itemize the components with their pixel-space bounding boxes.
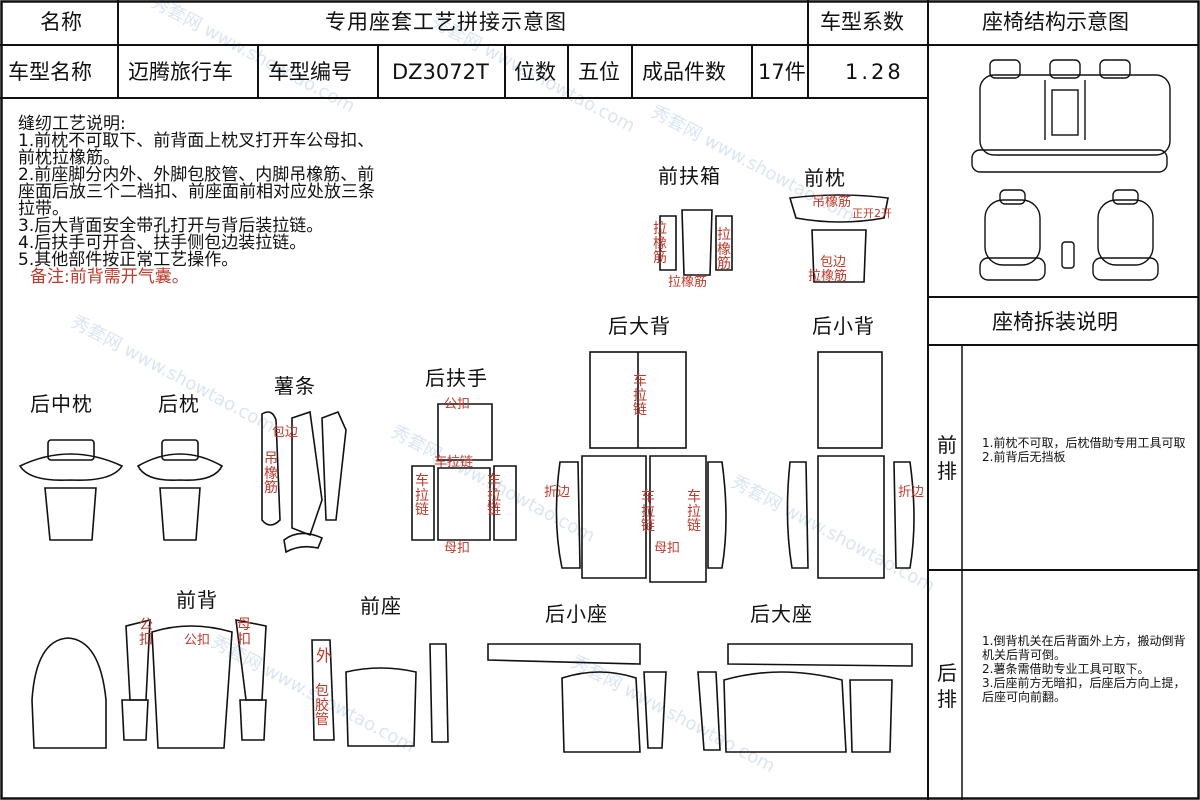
rear-pillow-pattern [136, 439, 224, 541]
coef-value: 1.28 [845, 60, 904, 84]
front-row-note: 2.前背后无挡板 [982, 450, 1066, 464]
seat-structure-illustration [971, 59, 1171, 281]
annotation-pull-elastic: 拉橡筋 [717, 227, 731, 273]
rear-big-seat-pattern [697, 643, 913, 753]
annotation-female-button: 母扣 [237, 617, 251, 648]
annotation-hang-elastic: 吊橡筋 [812, 195, 852, 210]
annotation-wrap-edge: 包边 [272, 425, 299, 440]
notes-line: 3.后大背面安全带孔打开与背后装拉链。 [18, 216, 324, 236]
front-seat-pattern [311, 639, 449, 747]
annotation-zipper: 车拉链 [641, 489, 655, 535]
annotation-pull-elastic: 拉橡筋 [668, 275, 708, 290]
structure-label: 座椅结构示意图 [982, 10, 1129, 34]
front-row-note: 1.前枕不可取，后枕借助专用工具可取 [982, 436, 1186, 450]
annotation-car-zipper: 车拉链 [434, 455, 474, 470]
notes-line: 座面后放三个二档扣、前座面前相对应处放三条 [18, 182, 375, 202]
notes-line: 1.前枕不可取下、前背面上枕叉打开车公母扣、 [18, 131, 375, 151]
part-label-rear-big-back: 后大背 [608, 314, 671, 338]
part-label-front-box: 前扶箱 [658, 164, 721, 188]
rear-armrest-pattern [411, 403, 517, 541]
disassembly-label: 座椅拆装说明 [992, 310, 1118, 334]
notes-line: 2.前座脚分内外、外脚包胶管、内脚吊橡筋、前 [18, 165, 375, 185]
coef-label: 车型系数 [820, 10, 904, 34]
front-row-label: 前排 [937, 433, 957, 483]
strip-pattern [261, 410, 347, 554]
annotation-male-button: 公扣 [184, 633, 211, 648]
notes-line: 4.后扶手可开合、扶手侧包边装拉链。 [18, 233, 307, 253]
part-label-rear-small-seat: 后小座 [545, 602, 608, 626]
part-label-rear-armrest: 后扶手 [425, 366, 488, 390]
annotation-fold-edge: 折边 [544, 485, 571, 500]
rear-row-label: 后排 [937, 661, 957, 711]
notes-line: 5.其他部件按正常工艺操作。 [18, 250, 239, 270]
part-label-rear-middle-pillow: 后中枕 [30, 392, 93, 416]
rear-row-note: 2.薯条需借助专业工具可取下。 [982, 662, 1150, 676]
rear-row-notes: 1.倒背机关在后背面外上方，搬动倒背机关后背可倒。 2.薯条需借助专业工具可取下… [982, 634, 1190, 704]
model-name-label: 车型名称 [8, 60, 92, 84]
rear-small-back-pattern [786, 351, 915, 579]
part-label-front-seat: 前座 [360, 594, 402, 618]
annotation-wrap-tube: 包胶管 [315, 683, 329, 729]
annotation-fold-edge: 折边 [898, 485, 925, 500]
annotation-male-button: 公扣 [444, 397, 471, 412]
annotation-pull-elastic: 拉橡筋 [808, 269, 848, 284]
annotation-outer: 外 [316, 646, 333, 665]
rear-row-note: 3.后座前方无暗扣，后座后方向上提，后座可向前翻。 [982, 676, 1186, 704]
front-back-pattern [31, 618, 267, 749]
rear-small-seat-pattern [487, 643, 667, 753]
notes-line: 拉带。 [18, 199, 69, 219]
notes-remark: 备注:前背需开气囊。 [30, 267, 189, 287]
notes-heading: 缝纫工艺说明: [18, 114, 126, 134]
annotation-pull-elastic: 拉橡筋 [653, 221, 667, 267]
annotation-hang-elastic: 吊橡筋 [264, 451, 278, 497]
model-name: 迈腾旅行车 [128, 60, 233, 84]
part-label-strip: 薯条 [274, 374, 316, 398]
annotation-female-button: 母扣 [444, 541, 471, 556]
annotation-zipper: 车拉链 [487, 473, 501, 519]
seats-label: 位数 [514, 60, 556, 84]
part-label-rear-big-seat: 后大座 [750, 602, 813, 626]
annotation-zipper: 车拉链 [633, 373, 647, 419]
seats-value: 五位 [578, 60, 620, 84]
part-label-rear-pillow: 后枕 [158, 392, 200, 416]
annotation-zipper: 车拉链 [687, 489, 701, 535]
model-code: DZ3072T [392, 60, 489, 84]
pieces-label: 成品件数 [642, 60, 726, 84]
rear-row-note: 1.倒背机关在后背面外上方，搬动倒背机关后背可倒。 [982, 634, 1186, 662]
annotation-male-button: 公扣 [139, 617, 153, 648]
page-title: 专用座套工艺拼接示意图 [325, 10, 567, 34]
rear-middle-pillow-pattern [18, 439, 124, 541]
front-row-notes: 1.前枕不可取，后枕借助专用工具可取 2.前背后无挡板 [982, 436, 1190, 464]
rear-big-back-pattern [555, 351, 727, 583]
front-box-pattern [659, 209, 733, 276]
annotation-female-button: 母扣 [654, 541, 681, 556]
annotation-zipper: 车拉链 [415, 473, 429, 519]
sewing-notes: 缝纫工艺说明: 1.前枕不可取下、前背面上枕叉打开车公母扣、 前枕拉橡筋。 2.… [18, 116, 508, 286]
name-label: 名称 [40, 10, 82, 34]
front-pillow-pattern [788, 194, 889, 283]
notes-line: 前枕拉橡筋。 [18, 148, 120, 168]
part-label-rear-small-back: 后小背 [812, 314, 875, 338]
part-label-front-pillow: 前枕 [804, 166, 846, 190]
part-label-front-back: 前背 [176, 588, 218, 612]
model-code-label: 车型编号 [268, 60, 352, 84]
annotation-wrap-edge: 包边 [820, 255, 847, 270]
pieces-value: 17件 [758, 60, 806, 84]
annotation-open2: 正开2开 [852, 207, 892, 220]
